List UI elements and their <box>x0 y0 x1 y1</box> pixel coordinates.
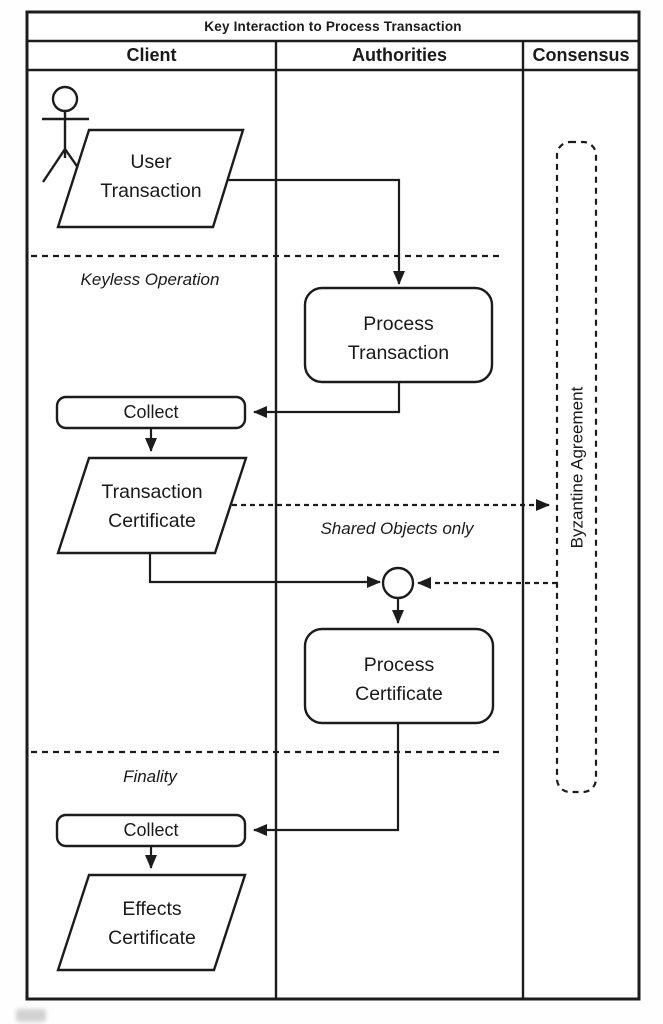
collect-1-label: Collect <box>123 402 179 422</box>
process-transaction-shape <box>303 286 494 384</box>
user-transaction-shape <box>56 128 245 229</box>
collect-1-shape <box>55 395 247 430</box>
transaction-certificate-shape <box>56 456 248 555</box>
flow-processtx-to-collect1 <box>253 382 401 418</box>
finality-label: Finality <box>123 767 177 786</box>
lane-header-consensus: Consensus <box>532 45 630 65</box>
collect-2-shape <box>55 813 247 848</box>
diagram-title: Key Interaction to Process Transaction <box>204 19 462 34</box>
collect-2-label: Collect <box>123 820 179 840</box>
transaction-certificate-label: Transaction Certificate <box>101 481 203 532</box>
lane-header-client: Client <box>126 45 177 65</box>
effects-certificate-label: Effects Certificate <box>108 898 196 949</box>
scan-artifact-smudge <box>16 1009 46 1022</box>
shared-objects-only-label: Shared Objects only <box>320 519 474 538</box>
process-transaction-label: Process Transaction <box>347 313 450 364</box>
process-certificate-label: Process Certificate <box>355 654 443 705</box>
lane-header-authorities: Authorities <box>351 45 447 65</box>
effects-certificate-shape <box>56 873 247 972</box>
byzantine-agreement-label: Byzantine Agreement <box>567 386 587 549</box>
flow-usertx-to-processtx <box>228 178 405 285</box>
flow-processcert-to-collect2 <box>253 723 400 836</box>
user-transaction-label: User Transaction <box>100 151 202 202</box>
process-certificate-shape <box>303 627 495 725</box>
actor-leg-left <box>42 148 66 183</box>
byzantine-agreement-shape <box>555 140 598 794</box>
join-node <box>381 566 415 600</box>
keyless-operation-label: Keyless Operation <box>80 270 220 289</box>
flow-txcert-to-join <box>148 553 381 588</box>
